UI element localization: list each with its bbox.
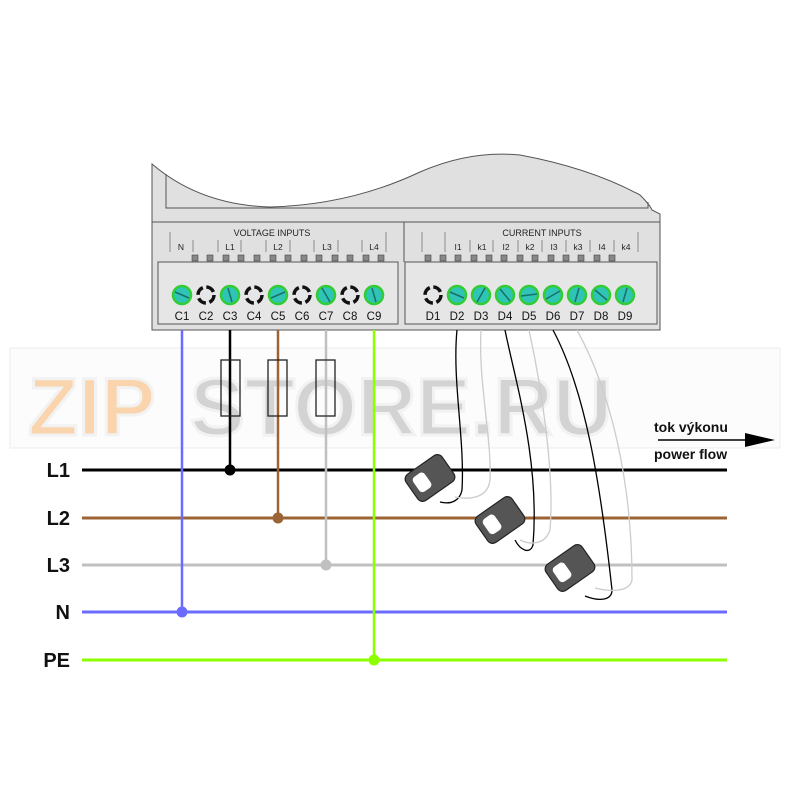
current-clamps: [404, 454, 596, 592]
svg-text:D3: D3: [474, 311, 489, 323]
svg-text:k3: k3: [574, 242, 583, 252]
svg-text:C6: C6: [295, 311, 310, 323]
svg-text:D8: D8: [594, 311, 609, 323]
ct-clamp-l3: [544, 544, 596, 592]
bus-label-n: N: [56, 602, 70, 624]
terminal-d7[interactable]: D7: [566, 284, 588, 323]
watermark-store: STORE.RU: [190, 362, 612, 453]
svg-text:I4: I4: [598, 242, 605, 252]
power-flow-label-cz: tok výkonu: [654, 419, 728, 435]
watermark: ZIP STORE.RU: [9, 347, 781, 455]
terminal-d6[interactable]: D6: [542, 284, 564, 323]
terminal-d2[interactable]: D2: [446, 284, 468, 323]
svg-text:C5: C5: [271, 311, 286, 323]
fuse-l1: [220, 359, 241, 417]
svg-text:k2: k2: [526, 242, 535, 252]
current-terminal-block: D1 D2 D3 D4 D5 D6 D7: [423, 284, 636, 323]
svg-text:k1: k1: [478, 242, 487, 252]
svg-text:L1: L1: [225, 242, 235, 252]
terminal-c4[interactable]: C4: [244, 285, 264, 323]
bus-labels: L1 L2 L3 N PE: [43, 460, 70, 672]
terminal-c9[interactable]: C9: [363, 284, 385, 323]
svg-text:D6: D6: [546, 311, 561, 323]
svg-text:C8: C8: [343, 311, 358, 323]
svg-text:C2: C2: [199, 311, 214, 323]
terminal-d3[interactable]: D3: [470, 284, 492, 323]
svg-text:L2: L2: [273, 242, 283, 252]
terminal-c5[interactable]: C5: [267, 284, 289, 323]
voltage-terminal-block: C1 C2 C3 C4 C5 C6 C7: [171, 284, 385, 323]
svg-text:D9: D9: [618, 311, 633, 323]
current-inputs-header: CURRENT INPUTS I1 k1 I2 k2 I3 k3 I4 k4: [403, 222, 639, 262]
terminal-d4[interactable]: D4: [494, 284, 516, 323]
ct-clamp-l2: [474, 496, 526, 544]
svg-text:D2: D2: [450, 311, 465, 323]
svg-text:L4: L4: [369, 242, 379, 252]
svg-text:N: N: [178, 242, 184, 252]
terminal-c2[interactable]: C2: [196, 285, 216, 323]
terminal-d8[interactable]: D8: [590, 284, 612, 323]
bus-label-l3: L3: [47, 555, 70, 577]
bus-lines: [82, 468, 727, 662]
svg-text:C7: C7: [319, 311, 334, 323]
terminal-d9[interactable]: D9: [614, 284, 636, 323]
voltage-wires: [176, 330, 380, 666]
watermark-zip: ZIP: [28, 362, 156, 453]
power-flow-indicator: tok výkonu power flow: [654, 419, 775, 462]
terminal-c1[interactable]: C1: [171, 284, 193, 323]
voltage-inputs-title: VOLTAGE INPUTS: [234, 228, 311, 238]
bus-label-l2: L2: [47, 508, 70, 530]
svg-text:D1: D1: [426, 311, 441, 323]
svg-text:L3: L3: [322, 242, 332, 252]
svg-text:D5: D5: [522, 311, 537, 323]
svg-text:k4: k4: [622, 242, 631, 252]
terminal-d5[interactable]: D5: [518, 284, 540, 323]
svg-text:I1: I1: [454, 242, 461, 252]
terminal-c3[interactable]: C3: [219, 284, 241, 323]
svg-text:I2: I2: [502, 242, 509, 252]
fuse-l2: [267, 359, 288, 417]
svg-text:C4: C4: [247, 311, 262, 323]
svg-text:C3: C3: [223, 311, 238, 323]
ct-clamp-l1: [404, 454, 456, 502]
arrow-right-icon: [745, 433, 775, 447]
bus-label-pe: PE: [43, 650, 70, 672]
terminal-c8[interactable]: C8: [340, 285, 360, 323]
voltage-inputs-header: VOLTAGE INPUTS N L1 L2 L3 L4: [169, 228, 387, 262]
fuse-l3: [315, 359, 336, 417]
terminal-c7[interactable]: C7: [315, 284, 337, 323]
current-inputs-title: CURRENT INPUTS: [502, 228, 581, 238]
svg-text:C1: C1: [175, 311, 190, 323]
svg-text:D7: D7: [570, 311, 585, 323]
bus-label-l1: L1: [47, 460, 70, 482]
terminal-c6[interactable]: C6: [292, 285, 312, 323]
svg-text:I3: I3: [550, 242, 557, 252]
svg-text:C9: C9: [367, 311, 382, 323]
power-flow-label-en: power flow: [654, 446, 727, 462]
ct-wires: [439, 329, 633, 601]
terminal-d1[interactable]: D1: [423, 285, 443, 323]
svg-text:D4: D4: [498, 311, 513, 323]
